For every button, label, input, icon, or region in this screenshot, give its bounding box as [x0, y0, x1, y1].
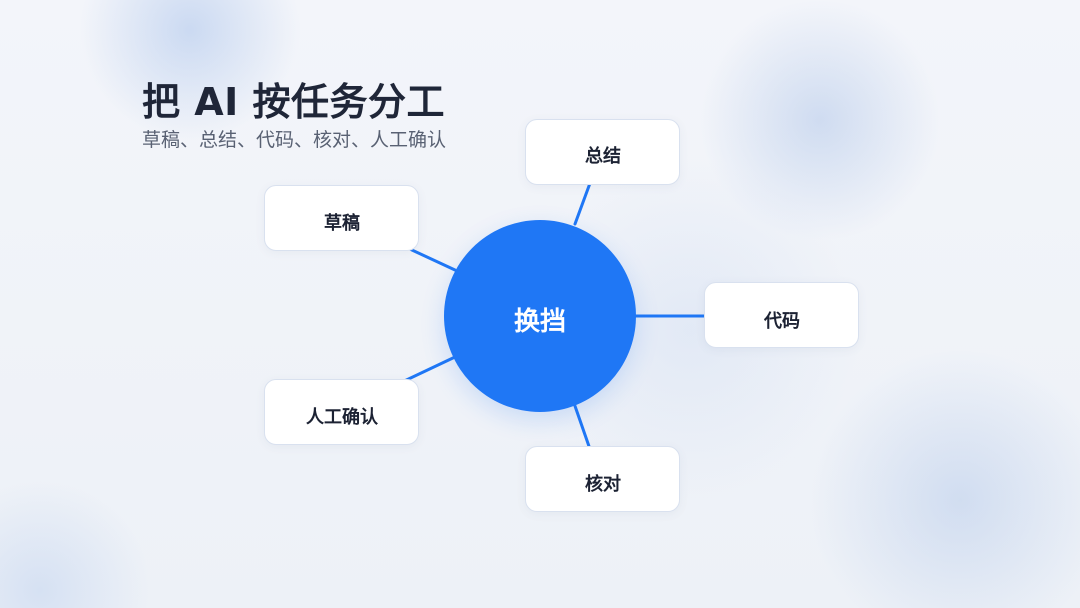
node-draft-label: 草稿: [324, 213, 360, 234]
node-code-label: 代码: [764, 311, 800, 332]
center-hub-label: 换挡: [513, 307, 567, 337]
node-human: [264, 379, 419, 445]
node-draft: [264, 185, 419, 251]
node-review-label: 核对: [585, 474, 621, 495]
slide-title: 把 AI 按任务分工: [142, 80, 446, 124]
center-hub: [444, 220, 636, 412]
node-summary-label: 总结: [585, 146, 621, 167]
node-summary: [525, 119, 680, 185]
node-review: [525, 446, 680, 512]
slide-subtitle: 草稿、总结、代码、核对、人工确认: [142, 129, 447, 151]
node-human-label: 人工确认: [306, 407, 378, 428]
node-code: [704, 282, 859, 348]
